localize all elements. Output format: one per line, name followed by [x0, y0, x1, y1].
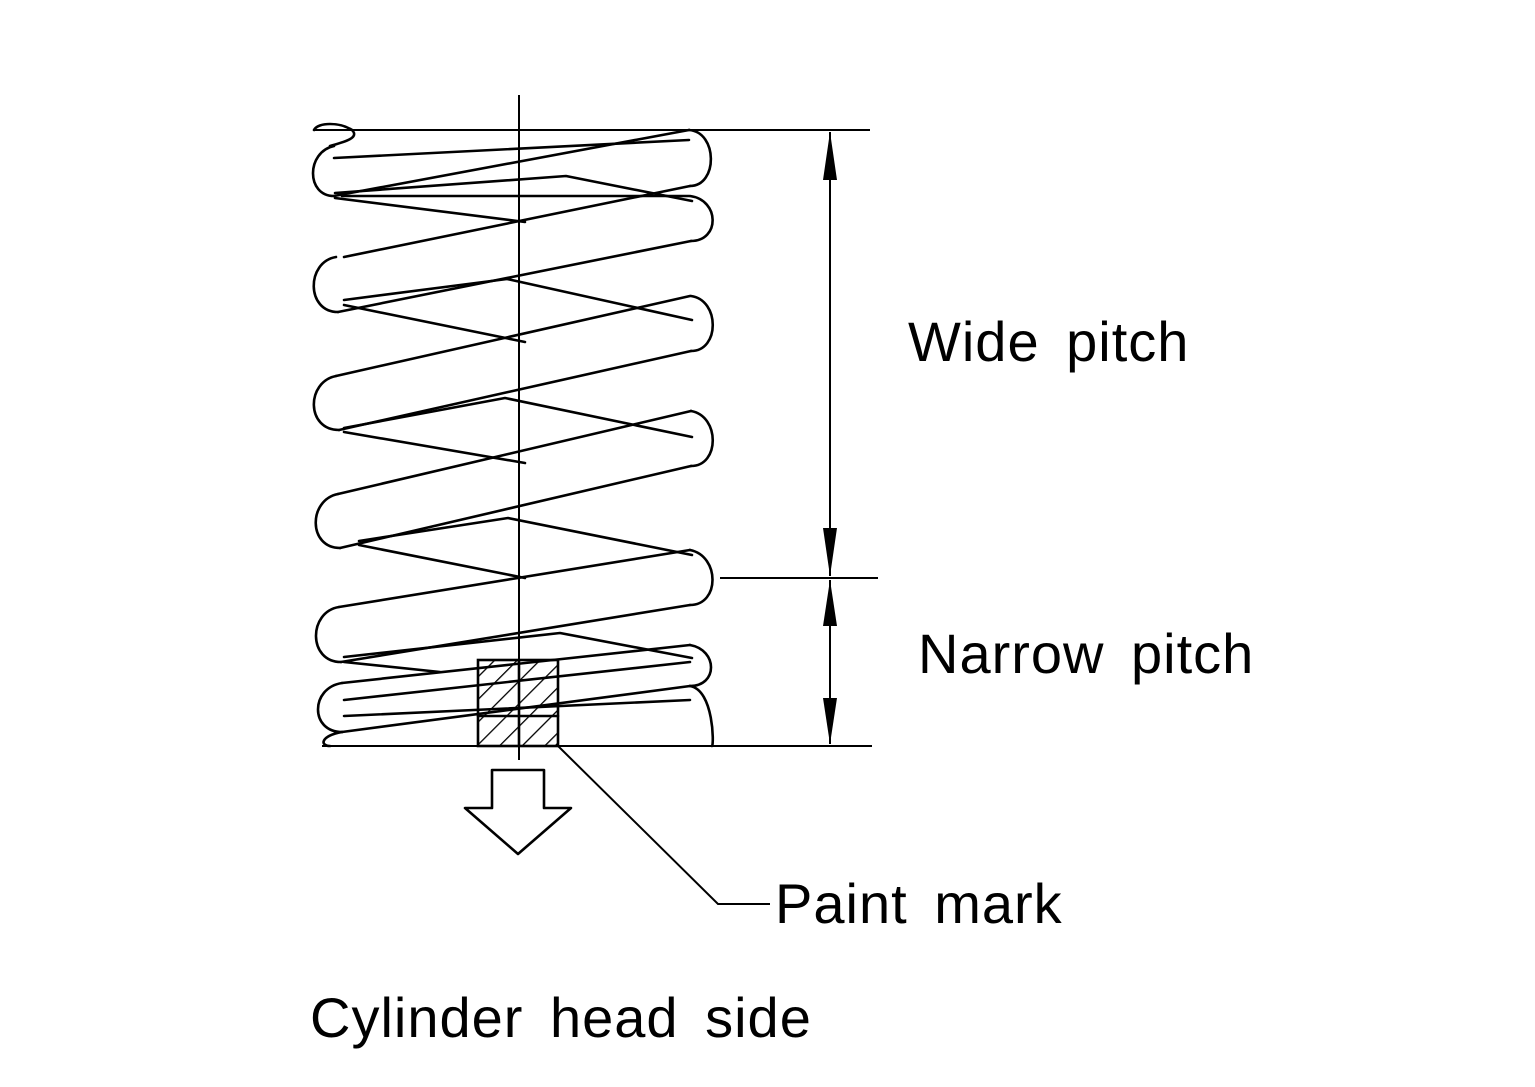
valve-spring — [311, 122, 715, 748]
wide-pitch-label: Wide pitch — [908, 310, 1190, 373]
cylinder-head-side-label: Cylinder head side — [310, 986, 812, 1049]
paint-mark-leader-line — [555, 743, 770, 905]
narrow-pitch-dimension-arrow — [823, 580, 837, 744]
narrow-pitch-label: Narrow pitch — [918, 622, 1255, 685]
spring-back-wire — [333, 174, 694, 203]
paint-mark — [476, 658, 560, 748]
spring-front-wire — [332, 128, 691, 198]
spring-left-bend — [311, 144, 336, 198]
cylinder-head-direction-arrow — [463, 768, 573, 856]
spring-top-end-coil — [312, 122, 354, 132]
paint-mark-label: Paint mark — [775, 872, 1063, 935]
wide-pitch-dimension-arrow — [823, 132, 837, 576]
spring-right-bend — [687, 128, 713, 188]
